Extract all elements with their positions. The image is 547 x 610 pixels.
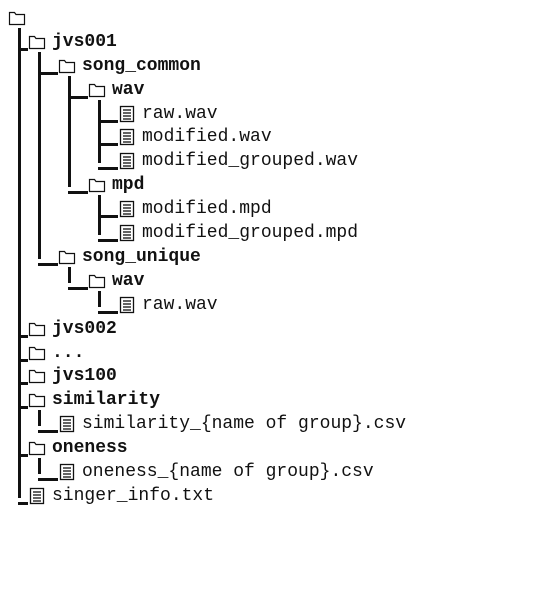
folder-icon: [88, 176, 106, 194]
file-icon: [58, 415, 76, 433]
folder-mpd: mpd: [88, 173, 144, 197]
file-icon: [28, 487, 46, 505]
file-raw-wav: raw.wav: [118, 293, 218, 317]
tree-connector: [98, 215, 118, 219]
tree-connector: [38, 430, 58, 434]
tree-branch-line: [38, 458, 41, 475]
tree-connector: [38, 478, 58, 482]
file-modified-wav: modified.wav: [118, 125, 272, 149]
file-label: raw.wav: [142, 294, 218, 315]
folder-label: mpd: [112, 175, 145, 196]
folder-similarity: similarity: [28, 388, 160, 412]
folder-label: oneness: [52, 438, 128, 459]
folder-root: ...: [28, 341, 84, 365]
tree-branch-line: [38, 410, 41, 427]
folder-label: wav: [112, 79, 145, 100]
tree-connector: [38, 262, 58, 266]
folder-icon: [28, 320, 46, 338]
folder-icon: [58, 57, 76, 75]
tree-connector: [18, 501, 28, 505]
tree-branch-line: [98, 99, 101, 164]
tree-connector: [68, 191, 88, 195]
file-label: similarity_{name of group}.csv: [82, 414, 407, 435]
folder-label: song_common: [82, 55, 201, 76]
tree-connector: [18, 47, 28, 51]
folder-wav: wav: [88, 78, 144, 102]
file-modified-grouped-wav: modified_grouped.wav: [118, 149, 358, 173]
folder-icon: [28, 33, 46, 51]
file-singer-info-txt: singer_info.txt: [28, 484, 214, 508]
tree-branch-line: [68, 75, 71, 188]
tree-connector: [18, 382, 28, 386]
folder-icon: [88, 272, 106, 290]
file-icon: [58, 463, 76, 481]
tree-connector: [98, 239, 118, 243]
tree-connector: [98, 310, 118, 314]
folder-root: [8, 6, 32, 30]
file-modified-grouped-mpd: modified_grouped.mpd: [118, 221, 358, 245]
tree-connector: [98, 167, 118, 171]
tree-connector: [18, 454, 28, 458]
folder-label: similarity: [52, 390, 161, 411]
tree-branch-line: [38, 51, 41, 259]
tree-connector: [38, 71, 58, 75]
folder-wav: wav: [88, 269, 144, 293]
tree-branch-line: [18, 27, 21, 498]
folder-jvs001: jvs001: [28, 30, 117, 54]
tree-connector: [18, 358, 28, 362]
folder-icon: [58, 248, 76, 266]
folder-icon: [28, 439, 46, 457]
file-icon: [118, 200, 136, 218]
folder-icon: [88, 81, 106, 99]
tree-connector: [68, 286, 88, 290]
file-icon: [118, 152, 136, 170]
file-label: oneness_{name of group}.csv: [82, 462, 374, 483]
file-icon: [118, 128, 136, 146]
folder-icon: [28, 391, 46, 409]
folder-label: ...: [52, 342, 85, 363]
file-icon: [118, 224, 136, 242]
folder-label: jvs002: [52, 318, 117, 339]
folder-label: jvs001: [52, 31, 117, 52]
tree-connector: [98, 143, 118, 147]
file-raw-wav: raw.wav: [118, 102, 218, 126]
folder-label: song_unique: [82, 246, 201, 267]
folder-icon: [8, 9, 26, 27]
tree-branch-line: [68, 266, 71, 283]
file-label: modified_grouped.wav: [142, 151, 359, 172]
folder-oneness: oneness: [28, 436, 128, 460]
folder-song-unique: song_unique: [58, 245, 201, 269]
file-label: modified.wav: [142, 127, 272, 148]
file-label: modified_grouped.mpd: [142, 223, 359, 244]
file-icon: [118, 105, 136, 123]
tree-connector: [68, 95, 88, 99]
file-similarity-name-of-group-csv: similarity_{name of group}.csv: [58, 412, 406, 436]
file-modified-mpd: modified.mpd: [118, 197, 272, 221]
tree-connector: [18, 334, 28, 338]
tree-branch-line: [98, 290, 101, 307]
file-label: modified.mpd: [142, 199, 272, 220]
folder-icon: [28, 367, 46, 385]
folder-label: jvs100: [52, 366, 117, 387]
file-label: raw.wav: [142, 103, 218, 124]
folder-song-common: song_common: [58, 54, 201, 78]
folder-label: wav: [112, 270, 145, 291]
folder-jvs002: jvs002: [28, 317, 117, 341]
file-oneness-name-of-group-csv: oneness_{name of group}.csv: [58, 460, 374, 484]
file-icon: [118, 296, 136, 314]
folder-jvs100: jvs100: [28, 364, 117, 388]
tree-connector: [98, 119, 118, 123]
tree-connector: [18, 406, 28, 410]
folder-icon: [28, 344, 46, 362]
file-label: singer_info.txt: [52, 485, 215, 506]
